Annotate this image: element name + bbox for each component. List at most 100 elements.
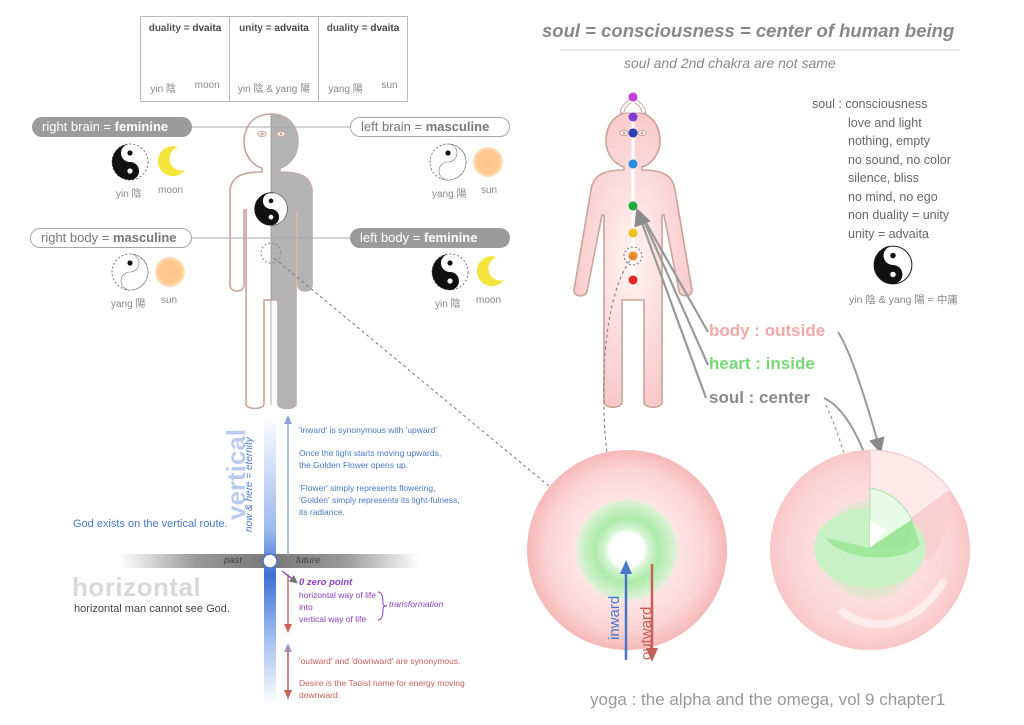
outward-note: 'outward' and 'downward' are synonymous. [299, 656, 461, 666]
throat-chakra [628, 159, 638, 169]
sphere-cutaway [770, 449, 970, 650]
right-brain-value: feminine [114, 119, 169, 134]
left-brain-label: left brain [361, 119, 411, 134]
zero-line-3: vertical way of life [299, 614, 367, 624]
left-brain-value: masculine [425, 119, 490, 134]
col1-cap-b: moon [194, 80, 220, 91]
right-body-cap-a: yang 陽 [111, 299, 146, 310]
col2-header-b: advaita [274, 23, 309, 34]
footer-citation: yoga : the alpha and the omega, vol 9 ch… [590, 690, 946, 709]
soul-yinyang-cap: yin 陰 & yang 陽 = 中庸 [849, 294, 958, 306]
left-body-moon-icon [476, 256, 504, 287]
left-brain-yang-icon [429, 143, 467, 181]
right-brain-label: right brain [42, 119, 100, 134]
col3-cap-a: yang 陽 [328, 84, 363, 95]
right-brain-moon-icon [157, 146, 185, 177]
vertical-note-3c: its radiance. [299, 507, 345, 517]
left-body-cap-a: yin 陰 [435, 299, 461, 310]
right-figure [573, 92, 693, 409]
left-body-yin-icon [431, 253, 469, 291]
soul-list-item: love and light [848, 115, 922, 130]
sphere-front [527, 450, 727, 650]
zero-line-2: into [299, 602, 313, 612]
vertical-note-2a: Once the light starts moving upwards, [299, 448, 442, 458]
zero-line-1: horizontal way of life [299, 590, 377, 600]
page-title: soul = consciousness = center of human b… [542, 20, 955, 41]
body-layer-label: body : outside [709, 321, 826, 340]
vertical-subtitle: now & here = eternity [244, 437, 255, 532]
right-body-value: masculine [112, 230, 177, 245]
col1-header-b: dvaita [192, 23, 222, 34]
chest-yinyang-icon [254, 192, 288, 226]
right-brain-cap-b: moon [158, 185, 184, 196]
transformation-label: transformation [389, 599, 444, 609]
left-figure [190, 113, 350, 410]
vertical-note-1: 'inward' is synonymous with 'upward' [299, 425, 437, 435]
col3-header-b: dvaita [370, 23, 400, 34]
equals-sign: = [103, 119, 112, 134]
soul-list-item: silence, bliss [848, 171, 919, 185]
col3-cap-b: sun [381, 80, 398, 91]
col2-cap: yin 陰 & yang 陽 [237, 84, 311, 95]
soul-list-item: no sound, no color [848, 152, 951, 167]
soul-layer-label: soul : center [709, 388, 811, 407]
solar-chakra [628, 228, 638, 238]
equals-sign: = [412, 230, 421, 245]
desire-note-a: Desire is the Taoist name for energy mov… [299, 678, 465, 688]
left-body-label: left body [360, 230, 410, 245]
zero-point-label: 0 zero point [299, 577, 353, 588]
col2-header-a: unity [239, 23, 263, 34]
right-body-sun-icon [155, 257, 185, 287]
soul-list-head: soul : consciousness [812, 97, 928, 111]
left-body-value: feminine [424, 230, 478, 245]
soul-list-item: non duality = unity [848, 208, 950, 222]
right-body-label: right body [41, 230, 99, 245]
right-body-cap-b: sun [161, 295, 178, 306]
col1-cap-a: yin 陰 [150, 84, 176, 95]
left-body-pill: left body = feminine [350, 228, 510, 248]
left-body-cap-b: moon [476, 295, 502, 306]
unity-column: unity = advaita yin 陰 & yang 陽 [230, 17, 319, 101]
soul-list-item: no mind, no ego [848, 189, 938, 204]
vertical-note-2b: the Golden Flower opens up. [299, 460, 409, 470]
soul-list-item: nothing, empty [848, 134, 930, 148]
axis-cross [120, 415, 420, 705]
outward-label: outward [638, 606, 655, 660]
vertical-note-3a: 'Flower' simply represents flowering, [299, 483, 436, 493]
right-brain-cap-a: yin 陰 [116, 189, 142, 200]
horizontal-subtitle: horizontal man cannot see God. [74, 603, 230, 615]
inward-label: inward [606, 595, 623, 640]
crown-chakra [628, 92, 638, 102]
past-label: past [224, 555, 242, 566]
equals-sign: = [414, 119, 423, 134]
third-eye-chakra [628, 112, 638, 122]
heart-layer-label: heart : inside [709, 354, 815, 373]
soul-yinyang-icon [873, 245, 913, 285]
zero-point-marker [262, 553, 278, 569]
brow-chakra [628, 128, 638, 138]
page-subtitle: soul and 2nd chakra are not same [624, 55, 836, 71]
left-brain-cap-b: sun [481, 185, 498, 196]
soul-attributes-list: soul : consciousness love and light noth… [812, 95, 951, 243]
soul-list-item: unity = advaita [848, 226, 929, 241]
right-brain-yin-icon [111, 143, 149, 181]
left-brain-cap-a: yang 陽 [432, 189, 467, 200]
right-brain-pill: right brain = feminine [32, 117, 192, 137]
vertical-god-note: God exists on the vertical route. [73, 518, 228, 530]
right-body-yang-icon [111, 253, 149, 291]
col3-header-a: duality [326, 23, 359, 34]
equals-sign: = [101, 230, 110, 245]
horizontal-title: horizontal [72, 572, 202, 602]
col1-header-a: duality [148, 23, 181, 34]
desire-note-b: downward. [299, 690, 341, 700]
vertical-note-3b: 'Golden' simply represents its light-ful… [299, 495, 460, 505]
in-out-arrows [620, 560, 658, 662]
future-label: future [296, 555, 321, 566]
root-chakra [628, 275, 638, 285]
heart-chakra [628, 201, 638, 211]
right-body-pill: right body = masculine [30, 228, 192, 248]
